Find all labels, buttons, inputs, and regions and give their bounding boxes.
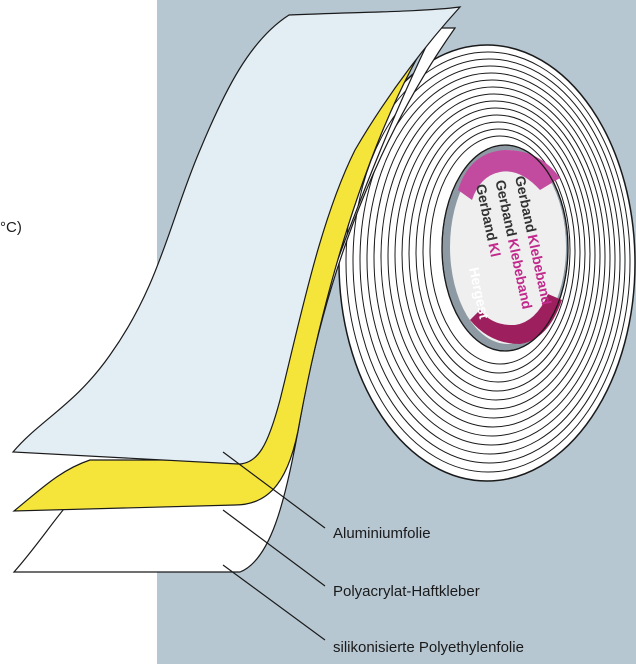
label-polyacrylat-haftkleber: Polyacrylat-Haftkleber [333, 583, 480, 600]
label-aluminiumfolie: Aluminiumfolie [333, 525, 431, 542]
cut-off-text: °C) [0, 219, 22, 236]
label-silikonisierte-polyethylenfolie: silikonisierte Polyethylenfolie [333, 639, 524, 656]
